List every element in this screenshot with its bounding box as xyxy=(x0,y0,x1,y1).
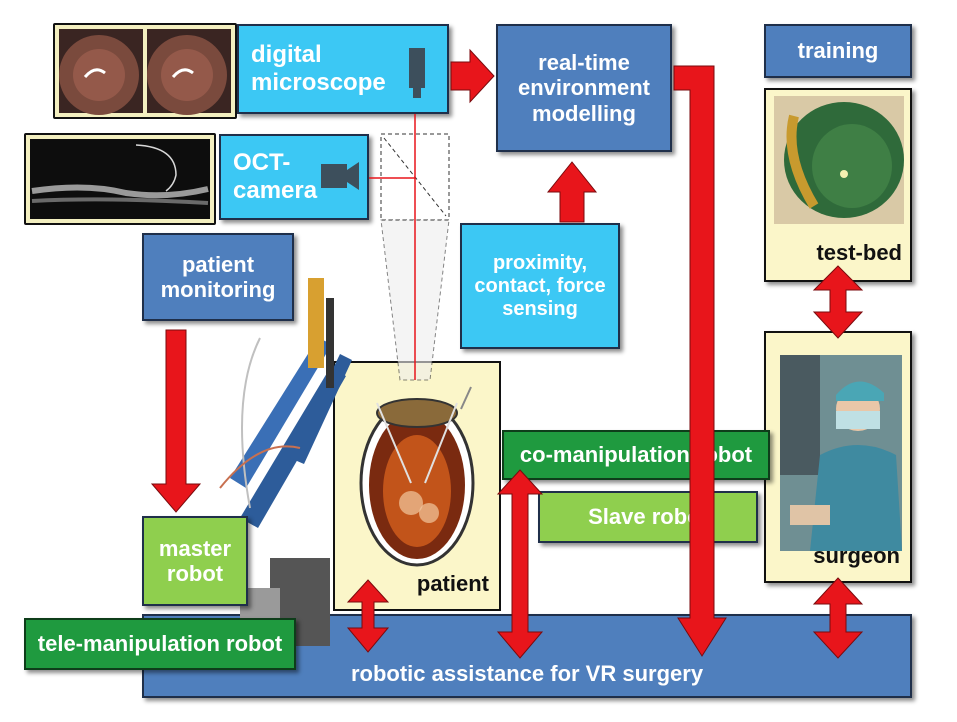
realtime-modelling-box: real-time environment modelling xyxy=(496,24,672,152)
arrow-patient-bottom xyxy=(346,579,390,653)
training-label: training xyxy=(797,38,879,64)
surgeon-panel: surgeon xyxy=(764,331,912,583)
sensing-box: proximity, contact, force sensing xyxy=(460,223,620,349)
arrow-testbed-surgeon xyxy=(812,265,864,339)
slave-robot-label: Slave robot xyxy=(588,504,708,530)
arrow-microscope-to-modelling xyxy=(450,48,495,104)
oct-camera-box: OCT- camera xyxy=(219,134,369,220)
test-bed-panel: test-bed xyxy=(764,88,912,282)
digital-microscope-box: digital microscope xyxy=(237,24,449,114)
slave-robot-box: Slave robot xyxy=(538,491,758,543)
oct-scan-image xyxy=(24,133,216,225)
oct-camera-label: OCT- camera xyxy=(233,149,318,204)
video-camera-icon xyxy=(321,162,359,190)
oct-scan xyxy=(30,139,210,219)
test-bed-eye-image xyxy=(774,96,904,224)
tele-manipulation-box: tele-manipulation robot xyxy=(24,618,296,670)
patient-monitoring-label: patient monitoring xyxy=(160,251,276,302)
test-bed-label: test-bed xyxy=(816,240,902,265)
patient-panel: patient xyxy=(333,361,501,611)
arrow-sensing-to-modelling xyxy=(546,161,598,223)
realtime-modelling-label: real-time environment modelling xyxy=(517,50,651,126)
sensing-label: proximity, contact, force sensing xyxy=(474,251,606,320)
arrow-comanip-bottom xyxy=(496,469,544,659)
fundus-photo-pair xyxy=(53,23,237,119)
arrow-modelling-to-bottom xyxy=(673,65,727,657)
surgeon-label: surgeon xyxy=(813,543,900,568)
surgeon-photo xyxy=(780,355,902,551)
arrow-monitoring-to-master xyxy=(150,329,202,513)
camera-icon xyxy=(409,48,425,98)
patient-label: patient xyxy=(416,571,489,596)
patient-monitoring-box: patient monitoring xyxy=(142,233,294,321)
eye-cross-section xyxy=(359,386,475,567)
digital-microscope-label: digital microscope xyxy=(251,41,386,96)
fundus-images xyxy=(59,29,231,115)
arrow-surgeon-bottom xyxy=(812,577,864,659)
robotic-assistance-label: robotic assistance for VR surgery xyxy=(350,660,704,686)
training-box: training xyxy=(764,24,912,78)
master-robot-label: master robot xyxy=(158,535,232,586)
master-robot-box: master robot xyxy=(142,516,248,606)
tele-manipulation-label: tele-manipulation robot xyxy=(37,631,283,657)
